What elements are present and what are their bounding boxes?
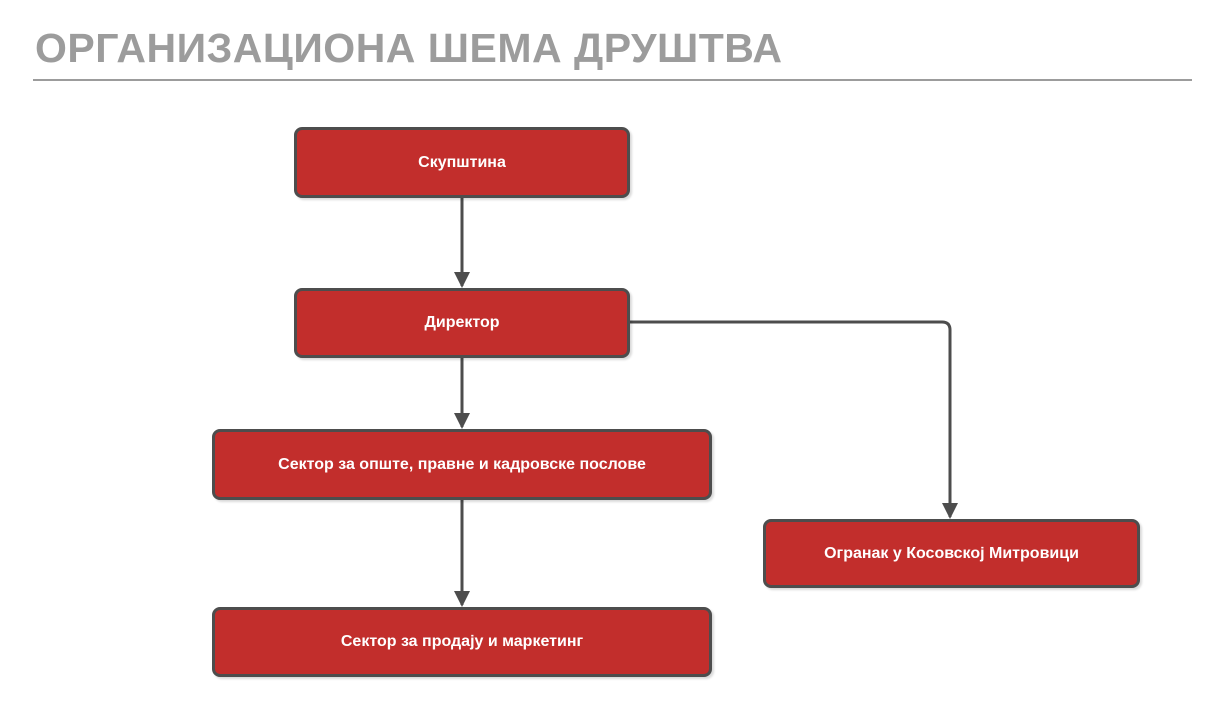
node-skupstina: Скупштина xyxy=(294,127,630,198)
node-label: Сектор за опште, правне и кадровске посл… xyxy=(278,455,646,473)
node-sektor-prodaja: Сектор за продају и маркетинг xyxy=(212,607,712,677)
node-label: Скупштина xyxy=(418,153,506,171)
node-label: Сектор за продају и маркетинг xyxy=(340,633,584,651)
title-underline xyxy=(33,79,1192,81)
node-sektor-opste: Сектор за опште, правне и кадровске посл… xyxy=(212,429,712,500)
node-label: Директор xyxy=(424,314,500,332)
page-title: ОРГАНИЗАЦИОНА ШЕМА ДРУШТВА xyxy=(35,25,783,71)
node-label: Огранак у Косовској Митровици xyxy=(824,544,1079,562)
node-direktor: Директор xyxy=(294,288,630,358)
node-ogranak: Огранак у Косовској Митровици xyxy=(763,519,1140,588)
